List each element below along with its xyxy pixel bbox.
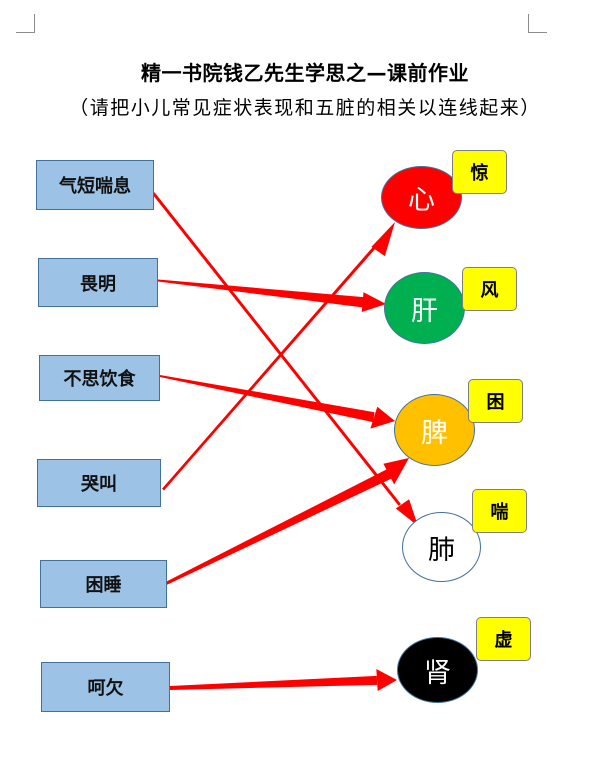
symptom-box-no-appetite: 不思饮食 [39,355,160,401]
arrowhead-liver [361,292,386,312]
organ-lung: 肺 [402,512,481,582]
tag-deficiency: 虚 [476,617,531,661]
arrowhead-heart [371,222,395,257]
arrow-photophobia-to-liver [158,279,365,308]
arrowhead-spleen-1 [370,406,395,429]
arrow-drowsy-to-spleen [164,468,394,586]
page-title: 精一书院钱乙先生学思之—课前作业 [141,61,469,85]
symptom-box-photophobia: 畏明 [38,258,158,307]
page-subtitle: （请把小儿常见症状表现和五脏的相关以连线起来） [69,97,541,119]
symptom-box-shortness-of-breath: 气短喘息 [36,160,154,210]
organ-liver: 肝 [384,272,465,344]
arrowhead-kidney [376,669,397,691]
page-corner-mark-top-left [16,14,35,33]
organ-heart: 心 [381,166,462,229]
tag-wheeze: 喘 [472,489,527,533]
organ-kidney: 肾 [397,637,478,703]
arrowhead-spleen-2 [383,458,409,485]
tag-sleepy: 困 [468,379,523,423]
symptom-box-drowsy: 困睡 [40,560,167,608]
tag-fright: 惊 [452,150,507,194]
arrowhead-lung [395,499,418,526]
tag-wind: 风 [462,267,517,311]
symptom-box-yawning: 呵欠 [41,662,170,712]
arrow-no-appetite-to-spleen [160,375,375,423]
arrow-yawning-to-kidney [170,675,378,690]
page-corner-mark-top-right [528,14,547,33]
arrow-shortness-of-breath-to-lung [152,192,401,506]
arrow-crying-to-heart [162,242,380,491]
symptom-box-crying: 哭叫 [37,459,161,507]
organ-spleen: 脾 [394,394,475,466]
